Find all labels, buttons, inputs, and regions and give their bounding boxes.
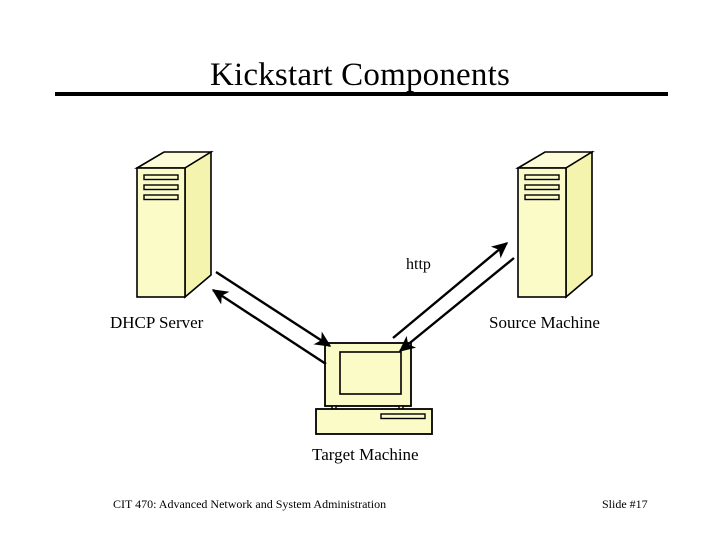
tower-side-face	[184, 150, 212, 299]
tower-drive-slot	[143, 194, 179, 201]
server-tower-source	[515, 150, 595, 299]
tower-drive-slot	[143, 174, 179, 181]
server-tower-dhcp	[134, 150, 214, 299]
arrow-target-to-dhcp	[211, 288, 327, 366]
arrow-dhcp-to-target	[215, 270, 332, 348]
tower-drive-slot	[143, 184, 179, 191]
node-label-target-machine: Target Machine	[312, 445, 419, 464]
title-divider	[55, 92, 668, 96]
node-label-dhcp-server: DHCP Server	[110, 313, 204, 332]
edge-label-http: http	[406, 256, 431, 273]
page-title: Kickstart Components	[209, 57, 511, 94]
computer-drive-slot	[380, 413, 426, 420]
tower-drive-slot	[524, 174, 560, 181]
arrow-source-to-target	[398, 257, 515, 352]
tower-side-face	[565, 150, 593, 299]
monitor-screen	[339, 351, 402, 395]
tower-drive-slot	[524, 184, 560, 191]
tower-drive-slot	[524, 194, 560, 201]
arrow-target-to-source	[392, 242, 509, 339]
node-label-source-machine: Source Machine	[489, 313, 600, 332]
footer-slide-number: Slide #17	[602, 497, 648, 511]
footer-course-label: CIT 470: Advanced Network and System Adm…	[113, 497, 387, 511]
computer-base-unit	[315, 408, 433, 435]
desktop-computer-target	[315, 342, 433, 435]
